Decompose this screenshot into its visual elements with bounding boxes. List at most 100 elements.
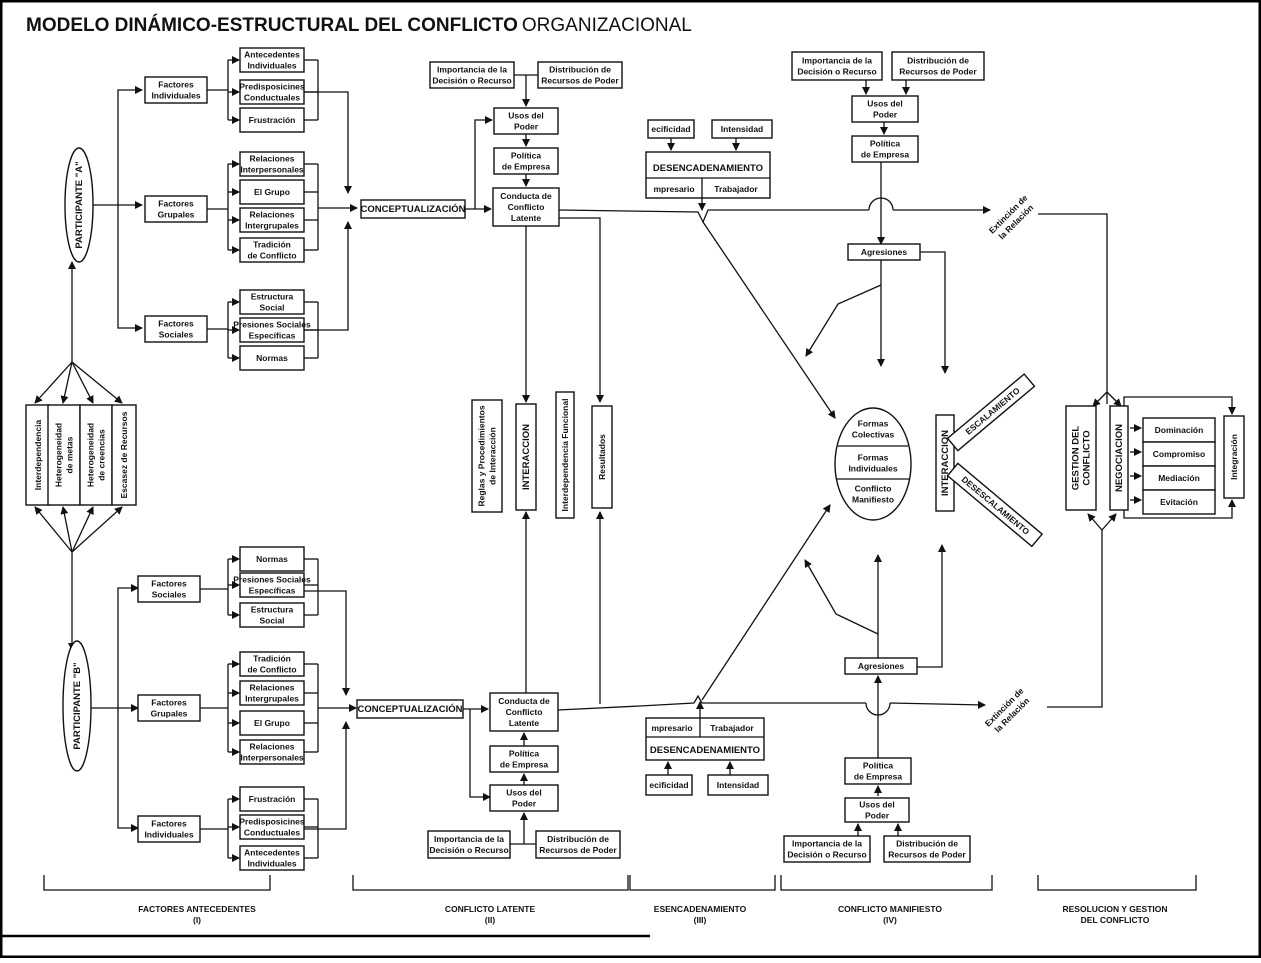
stage-bracket-0 [43, 875, 271, 891]
interaccion-box-label-text: INTERACCION [521, 424, 532, 490]
stage-label-1: CONFLICTO LATENTE [445, 904, 536, 914]
negociacion-box [1109, 405, 1129, 511]
trabajador-bottom: Trabajador [710, 723, 754, 733]
desescalamiento-label: DESESCALAMIENTO [960, 474, 1032, 537]
trabajador-top: Trabajador [714, 184, 758, 194]
intensidad-top-label-text: Intensidad [721, 124, 764, 134]
escalamiento-label: ESCALAMIENTO [963, 385, 1022, 437]
extincion-bottom: Extinción dela Relación [983, 686, 1032, 735]
interdependencia-box-label: Interdependencia Funcional [560, 399, 570, 512]
trigger-to-manifest-top [702, 221, 836, 419]
source-box-1-label-text: Heterogeneidadde metas [54, 423, 75, 487]
a-to-individuales [93, 86, 143, 206]
option-2 [1142, 465, 1216, 491]
to-extincion-bot [889, 700, 986, 709]
conceptualizacion-top [360, 199, 466, 219]
intensidad-bottom-label-text: Intensidad [717, 780, 760, 790]
source-arrow-down-2 [71, 506, 94, 553]
source-arrow-up-0 [34, 361, 73, 404]
fork-gestion-top [1092, 391, 1108, 407]
politica-manifest-top [851, 135, 919, 163]
agresiones-to-interaccion-bot [917, 544, 946, 668]
desescalamiento-band: DESESCALAMIENTO [946, 462, 1044, 548]
conceptualizacion-bottom-label: CONCEPTUALIZACIÓN [357, 703, 462, 715]
distribucion-top [537, 61, 623, 89]
bot-sociales-box [137, 575, 201, 603]
desescalamiento-box [946, 462, 1044, 548]
b-to-sociales [91, 584, 139, 709]
source-arrow-up-2 [71, 361, 94, 404]
conceptualizacion-top-label: CONCEPTUALIZACIÓN [360, 203, 465, 215]
a-to-sociales [117, 205, 143, 332]
source-box-3-label-text: Escasez de Recursos [119, 411, 129, 498]
conducta-bottom [489, 692, 559, 732]
stage-bracket-1 [352, 875, 629, 891]
bot-individuales-item-1 [239, 814, 305, 840]
top-individuales-item-2 [239, 107, 305, 133]
integracion-box-label: Integración [1229, 434, 1239, 480]
trigger-to-manifest-bot [701, 504, 831, 701]
interaccion-manifest-label-text: INTERACCION [940, 430, 951, 496]
interaccion-manifest-label: INTERACCION [940, 430, 951, 496]
source-box-2 [79, 404, 113, 506]
agresiones-branch-bot [804, 559, 879, 635]
agresiones-bottom-label-text: Agresiones [858, 661, 905, 671]
source-box-1 [47, 404, 81, 506]
trabajador-bottom-text: Trabajador [710, 723, 754, 733]
agresiones-top [847, 243, 921, 261]
especificidad-top-label-text: ecificidad [651, 124, 690, 134]
top-ind-to-concept [304, 91, 352, 194]
distribucion-manifest-top [891, 51, 985, 81]
agresiones-branch-top [805, 284, 882, 357]
bot-ind-to-concept [304, 721, 350, 830]
negociacion-box-label-text: NEGOCIACION [1114, 424, 1125, 492]
source-box-0-label: Interdependencia [33, 420, 43, 491]
fork-gestion-bot [1087, 513, 1103, 531]
empresario-bottom: mpresario [651, 723, 692, 733]
reglas-box-label-text: Reglas y Procedimientosde Interacción [477, 405, 498, 506]
empresario-bottom-text: mpresario [651, 723, 692, 733]
top-sociales-item-2-label: Normas [256, 353, 288, 363]
desencadenamiento-bottom-label-text: DESENCADENAMIENTO [650, 745, 760, 756]
interdependencia-box-label-text: Interdependencia Funcional [560, 399, 570, 512]
especificidad-bottom-label-text: ecificidad [649, 780, 688, 790]
politica-bottom [489, 745, 559, 773]
agresiones-bottom-label: Agresiones [858, 661, 905, 671]
importancia-top [429, 61, 515, 89]
intensidad-bottom-label: Intensidad [717, 780, 760, 790]
source-box-3-label: Escasez de Recursos [119, 411, 129, 498]
bot-grupales-box [137, 694, 201, 722]
stage-number-2: (III) [694, 915, 707, 925]
top-individuales-item-2-label: Frustración [249, 115, 296, 125]
bot-sociales-item-2 [239, 602, 305, 628]
stage-number-3: (IV) [883, 915, 897, 925]
